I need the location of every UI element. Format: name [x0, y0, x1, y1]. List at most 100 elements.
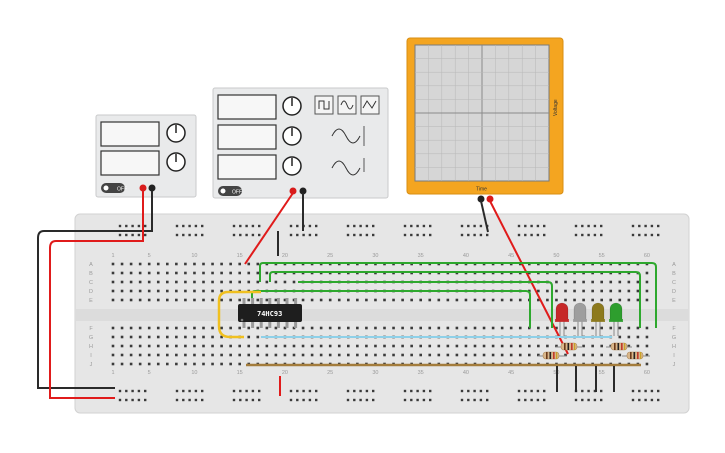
resistor-2[interactable]: [556, 342, 582, 351]
breadboard-hole[interactable]: [193, 362, 196, 366]
rail-hole[interactable]: [201, 233, 204, 237]
rail-hole[interactable]: [473, 389, 476, 393]
breadboard-hole[interactable]: [482, 353, 486, 357]
rail-hole[interactable]: [530, 233, 533, 237]
breadboard-hole[interactable]: [636, 298, 640, 302]
rail-hole[interactable]: [131, 398, 134, 402]
rail-hole[interactable]: [410, 398, 413, 402]
breadboard-hole[interactable]: [229, 344, 232, 348]
power-supply-ground-wire[interactable]: [37, 191, 153, 389]
rail-hole[interactable]: [144, 398, 147, 402]
rail-hole[interactable]: [422, 224, 426, 228]
breadboard-hole[interactable]: [392, 298, 395, 302]
breadboard-hole[interactable]: [491, 344, 495, 348]
breadboard-hole[interactable]: [156, 362, 160, 366]
breadboard-hole[interactable]: [274, 280, 278, 284]
breadboard-hole[interactable]: [591, 298, 594, 302]
breadboard-hole[interactable]: [129, 335, 133, 339]
breadboard-hole[interactable]: [229, 362, 232, 366]
breadboard-hole[interactable]: [627, 335, 631, 339]
breadboard-hole[interactable]: [509, 298, 513, 302]
breadboard-hole[interactable]: [482, 326, 486, 330]
breadboard-hole[interactable]: [156, 262, 160, 266]
breadboard-hole[interactable]: [156, 289, 160, 293]
breadboard-hole[interactable]: [220, 280, 223, 284]
rail-hole[interactable]: [296, 389, 299, 393]
rail-hole[interactable]: [365, 224, 369, 228]
breadboard-hole[interactable]: [220, 326, 223, 330]
breadboard-hole[interactable]: [147, 326, 151, 330]
rail-hole[interactable]: [600, 398, 603, 402]
rail-hole[interactable]: [245, 224, 248, 228]
breadboard-hole[interactable]: [337, 344, 341, 348]
rail-hole[interactable]: [657, 224, 660, 228]
breadboard-hole[interactable]: [166, 353, 169, 357]
rail-hole[interactable]: [486, 389, 489, 393]
breadboard-hole[interactable]: [202, 271, 205, 275]
breadboard-hole[interactable]: [211, 262, 214, 266]
rail-hole[interactable]: [365, 389, 369, 393]
rail-hole[interactable]: [346, 233, 350, 237]
breadboard-hole[interactable]: [518, 298, 522, 302]
breadboard-hole[interactable]: [383, 353, 386, 357]
breadboard-hole[interactable]: [193, 289, 196, 293]
breadboard-hole[interactable]: [129, 271, 133, 275]
function-generator-signal-wire[interactable]: [244, 192, 294, 265]
breadboard-hole[interactable]: [283, 280, 287, 284]
breadboard-hole[interactable]: [166, 362, 169, 366]
breadboard-hole[interactable]: [184, 298, 187, 302]
breadboard-hole[interactable]: [455, 326, 459, 330]
breadboard-hole[interactable]: [138, 262, 142, 266]
breadboard-hole[interactable]: [111, 298, 115, 302]
breadboard-hole[interactable]: [509, 344, 513, 348]
breadboard-hole[interactable]: [211, 335, 214, 339]
breadboard-hole[interactable]: [636, 289, 640, 293]
breadboard-hole[interactable]: [156, 271, 160, 275]
breadboard-hole[interactable]: [310, 326, 314, 330]
rail-hole[interactable]: [403, 389, 407, 393]
rail-hole[interactable]: [581, 224, 584, 228]
breadboard-hole[interactable]: [591, 289, 594, 293]
breadboard-hole[interactable]: [555, 280, 558, 284]
breadboard-hole[interactable]: [211, 280, 214, 284]
rail-hole[interactable]: [289, 233, 293, 237]
rail-hole[interactable]: [315, 398, 318, 402]
rail-hole[interactable]: [144, 389, 147, 393]
green-wire-2[interactable]: [269, 271, 641, 328]
rail-hole[interactable]: [574, 398, 578, 402]
breadboard-hole[interactable]: [428, 344, 432, 348]
breadboard-hole[interactable]: [428, 298, 432, 302]
breadboard-hole[interactable]: [310, 298, 314, 302]
breadboard-hole[interactable]: [247, 262, 251, 266]
rail-hole[interactable]: [239, 398, 242, 402]
rail-hole[interactable]: [543, 224, 546, 228]
rail-hole[interactable]: [517, 224, 521, 228]
power-supply-positive-wire[interactable]: [49, 191, 144, 399]
rail-hole[interactable]: [467, 389, 470, 393]
rail-hole[interactable]: [365, 233, 369, 237]
rail-hole[interactable]: [593, 389, 597, 393]
breadboard-hole[interactable]: [356, 353, 359, 357]
breadboard-hole[interactable]: [573, 353, 576, 357]
breadboard-hole[interactable]: [211, 289, 214, 293]
breadboard-hole[interactable]: [138, 353, 142, 357]
breadboard-hole[interactable]: [166, 262, 169, 266]
breadboard-hole[interactable]: [156, 353, 160, 357]
rail-hole[interactable]: [467, 233, 470, 237]
rail-hole[interactable]: [137, 224, 141, 228]
breadboard-hole[interactable]: [627, 344, 631, 348]
breadboard-hole[interactable]: [518, 326, 522, 330]
rail-hole[interactable]: [536, 398, 540, 402]
breadboard-hole[interactable]: [238, 280, 241, 284]
breadboard-hole[interactable]: [582, 326, 585, 330]
rail-hole[interactable]: [182, 398, 185, 402]
breadboard-hole[interactable]: [138, 335, 142, 339]
breadboard-hole[interactable]: [211, 344, 214, 348]
rail-hole[interactable]: [182, 233, 185, 237]
breadboard-hole[interactable]: [600, 326, 603, 330]
green-wire-3[interactable]: [298, 281, 553, 328]
rail-hole[interactable]: [467, 398, 470, 402]
rail-hole[interactable]: [315, 233, 318, 237]
breadboard-hole[interactable]: [356, 298, 359, 302]
breadboard-hole[interactable]: [129, 298, 133, 302]
